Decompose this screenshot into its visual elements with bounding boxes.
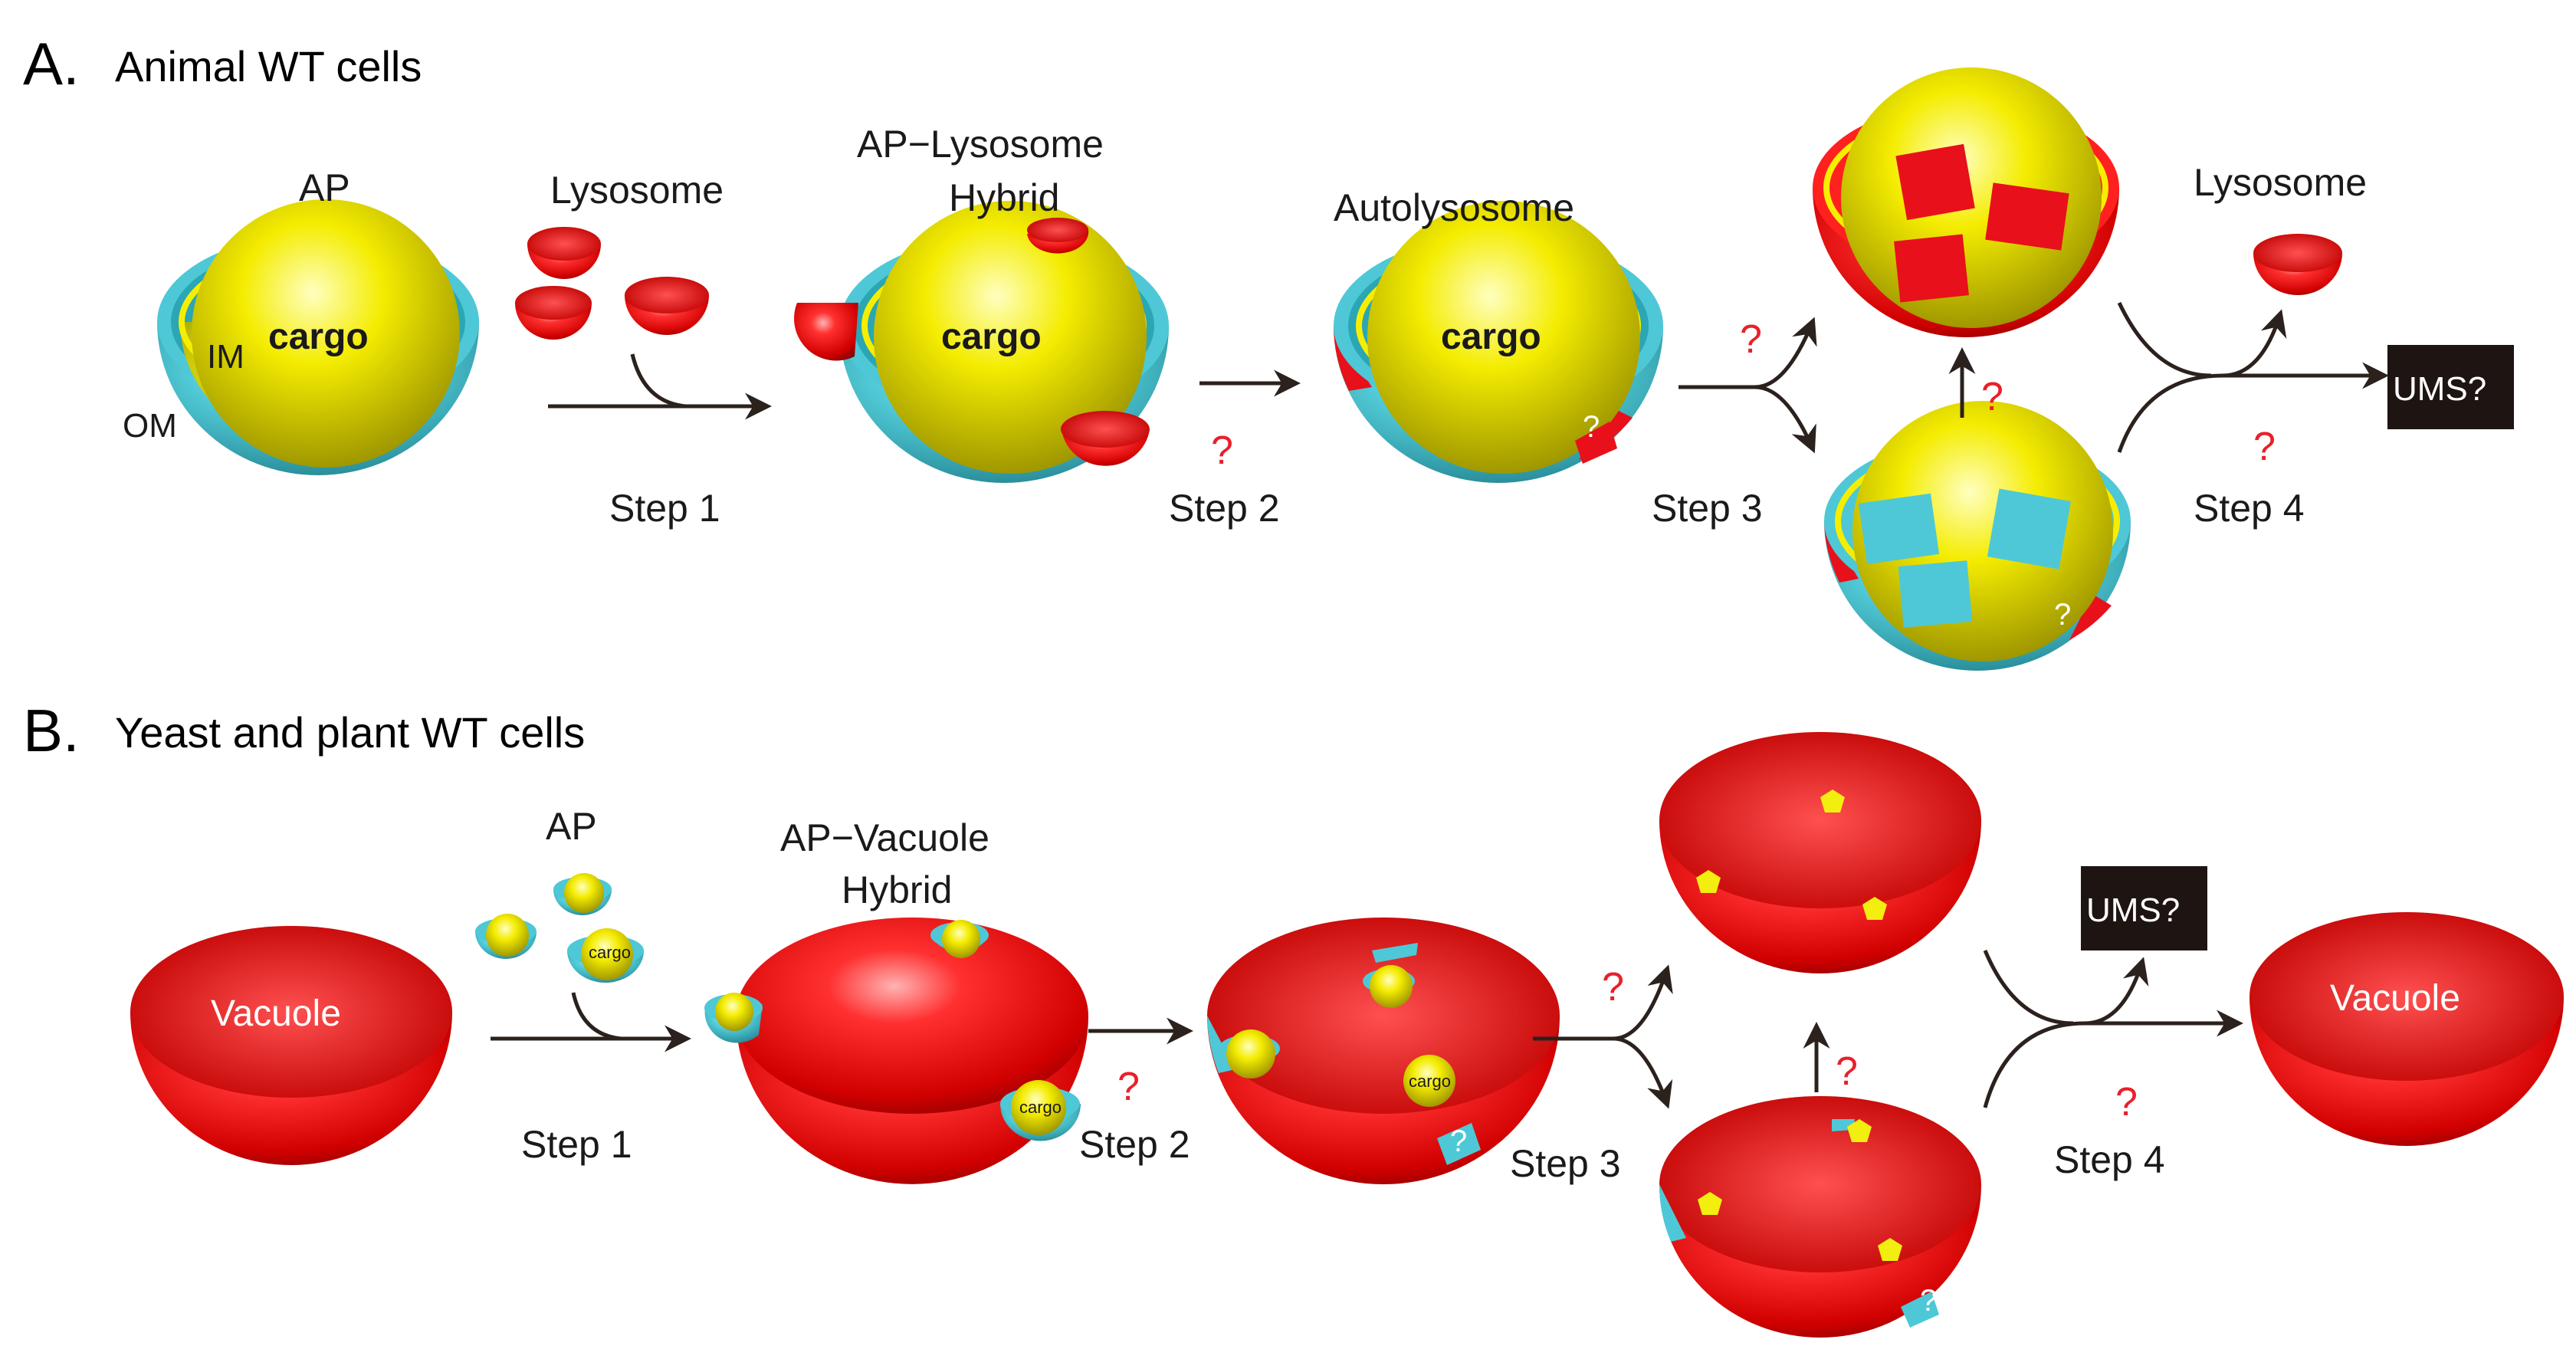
question-lower-a-white: ? — [2054, 598, 2071, 632]
question-autolysosome-white: ? — [1583, 410, 1600, 444]
label-autolysosome: Autolysosome — [1334, 186, 1574, 229]
cargo-label-vacuole-b: cargo — [1409, 1072, 1451, 1091]
label-om: OM — [123, 407, 177, 445]
question-step3-a: ? — [1740, 317, 1762, 362]
label-ap-b: AP — [546, 805, 597, 848]
vacuole-upper-b — [1659, 732, 1981, 973]
cargo-label-ap: cargo — [268, 317, 369, 357]
panel-a-title: Animal WT cells — [115, 42, 422, 90]
vacuole-lower-b — [1659, 1096, 1981, 1338]
ums-text-a: UMS? — [2393, 370, 2486, 408]
cargo-label-hybrid: cargo — [941, 317, 1042, 357]
step4-arrow-b — [1983, 950, 2243, 1108]
question-lower-b-white: ? — [1920, 1284, 1937, 1318]
degradation-vesicle-lower-a — [1824, 401, 2131, 671]
step4-label-a: Step 4 — [2194, 487, 2305, 530]
question-step2-b: ? — [1117, 1065, 1140, 1109]
small-ap-cluster — [475, 873, 644, 983]
panel-a-letter: A. — [23, 30, 80, 97]
cargo-label-autolysosome: cargo — [1441, 317, 1541, 357]
panel-b-title: Yeast and plant WT cells — [115, 708, 585, 757]
question-step4-b: ? — [2115, 1080, 2138, 1124]
vacuole-end — [2249, 912, 2564, 1146]
step2-label-b: Step 2 — [1079, 1123, 1190, 1166]
question-vertical-b: ? — [1836, 1049, 1858, 1094]
step1-arrow-b — [491, 992, 691, 1052]
question-step3-b: ? — [1602, 965, 1624, 1010]
cargo-label-small-ap: cargo — [589, 943, 631, 962]
ums-box-a: UMS? — [2387, 345, 2514, 429]
lysosome-end-a — [2253, 234, 2342, 295]
step1-label-b: Step 1 — [521, 1123, 632, 1166]
ums-text-b: UMS? — [2086, 891, 2180, 929]
label-lysosome: Lysosome — [550, 169, 724, 212]
panel-b-letter: B. — [23, 697, 80, 764]
step3-label-a: Step 3 — [1652, 487, 1763, 530]
label-im: IM — [207, 338, 244, 376]
label-ap: AP — [299, 166, 350, 209]
question-step2-a: ? — [1211, 428, 1233, 473]
vacuole-start — [130, 926, 452, 1165]
label-lysosome-end: Lysosome — [2194, 161, 2367, 204]
label-vacuole-end: Vacuole — [2330, 978, 2460, 1019]
cargo-label-hybrid-b: cargo — [1019, 1098, 1062, 1117]
step3-fork-arrow-b — [1533, 964, 1673, 1109]
step1-label-a: Step 1 — [609, 487, 720, 530]
label-ap-vacuole-line1: AP−Vacuole — [780, 816, 989, 859]
step4-arrow-a — [2117, 301, 2389, 453]
ap-vacuole-hybrid — [704, 918, 1088, 1184]
question-vertical-a: ? — [1981, 375, 2003, 419]
lysosome-cluster — [515, 227, 709, 340]
step3-label-b: Step 3 — [1510, 1142, 1621, 1185]
question-step4-a: ? — [2253, 425, 2276, 469]
step2-label-a: Step 2 — [1169, 487, 1280, 530]
autophagosome-ap — [157, 199, 479, 475]
label-vacuole-start: Vacuole — [211, 993, 341, 1034]
step1-arrow-a — [548, 353, 772, 420]
label-ap-lysosome-line1: AP−Lysosome — [857, 123, 1104, 166]
step3-fork-arrow-a — [1679, 317, 1817, 454]
label-ap-lysosome-line2: Hybrid — [949, 176, 1059, 219]
step4-label-b: Step 4 — [2054, 1138, 2165, 1181]
vacuole-autolysosome-b — [1207, 918, 1560, 1184]
ums-box-b: UMS? — [2081, 866, 2207, 950]
label-ap-vacuole-line2: Hybrid — [842, 868, 952, 911]
degradation-vesicle-upper-a — [1813, 67, 2119, 337]
autolysosome — [1334, 201, 1663, 483]
question-vacuole-b-white: ? — [1450, 1124, 1467, 1158]
ap-lysosome-hybrid — [794, 201, 1169, 483]
